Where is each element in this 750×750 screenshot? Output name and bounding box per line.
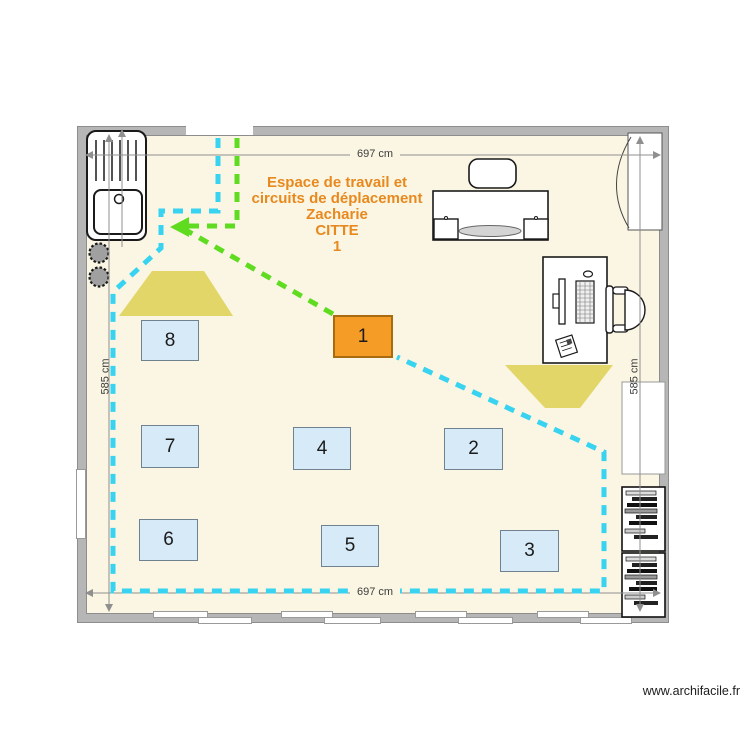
bottom-window-pane[interactable] bbox=[281, 611, 333, 618]
meeting-table-icon[interactable] bbox=[432, 158, 549, 241]
office-chair-icon[interactable] bbox=[605, 285, 646, 334]
plan-title-line: circuits de déplacement bbox=[251, 190, 423, 207]
bookshelf-icon[interactable] bbox=[621, 486, 666, 552]
bottom-window-pane[interactable] bbox=[324, 617, 381, 624]
desk-box-7[interactable]: 7 bbox=[141, 425, 199, 468]
plan-title[interactable]: Espace de travail et circuits de déplace… bbox=[237, 175, 437, 255]
door-icon[interactable] bbox=[616, 132, 663, 231]
plan-title-line: Espace de travail et bbox=[266, 174, 408, 191]
desk-box-1[interactable]: 1 bbox=[333, 315, 393, 358]
desk-box-4[interactable]: 4 bbox=[293, 427, 351, 470]
plan-title-line: Zacharie bbox=[306, 206, 368, 223]
right-wall-window[interactable] bbox=[621, 381, 666, 475]
watermark: www.archifacile.fr bbox=[642, 684, 740, 698]
bottom-window-pane[interactable] bbox=[198, 617, 252, 624]
circuit-path-green[interactable] bbox=[170, 138, 335, 317]
circuit-path-cyan[interactable] bbox=[110, 138, 607, 594]
dimension-label-right: 585 cm bbox=[628, 358, 641, 395]
stool-icon[interactable] bbox=[88, 242, 110, 264]
desk-box-3[interactable]: 3 bbox=[500, 530, 559, 572]
top-wall-door-opening[interactable] bbox=[186, 126, 253, 135]
dimension-label-bottom: 697 cm bbox=[350, 586, 400, 599]
dimension-label-left: 585 cm bbox=[99, 358, 112, 395]
stool-icon[interactable] bbox=[88, 266, 110, 288]
desk-box-8[interactable]: 8 bbox=[141, 320, 199, 361]
bottom-window-pane[interactable] bbox=[537, 611, 589, 618]
bottom-window-pane[interactable] bbox=[580, 617, 632, 624]
bottom-window-pane[interactable] bbox=[458, 617, 513, 624]
sink-icon[interactable] bbox=[86, 130, 147, 241]
ceiling-lamp-icon[interactable] bbox=[119, 271, 233, 316]
bottom-window-pane[interactable] bbox=[153, 611, 208, 618]
bottom-window-pane[interactable] bbox=[415, 611, 467, 618]
desk-box-2[interactable]: 2 bbox=[444, 428, 503, 470]
ceiling-lamp-icon[interactable] bbox=[505, 365, 613, 408]
plan-title-line: CITTE bbox=[315, 222, 359, 239]
dimension-label-top: 697 cm bbox=[350, 148, 400, 161]
computer-desk-icon[interactable] bbox=[542, 256, 608, 364]
bookshelf-icon[interactable] bbox=[621, 552, 666, 618]
left-wall-window[interactable] bbox=[76, 469, 86, 539]
desk-box-5[interactable]: 5 bbox=[321, 525, 379, 567]
desk-box-6[interactable]: 6 bbox=[139, 519, 198, 561]
plan-title-line: 1 bbox=[332, 238, 342, 255]
